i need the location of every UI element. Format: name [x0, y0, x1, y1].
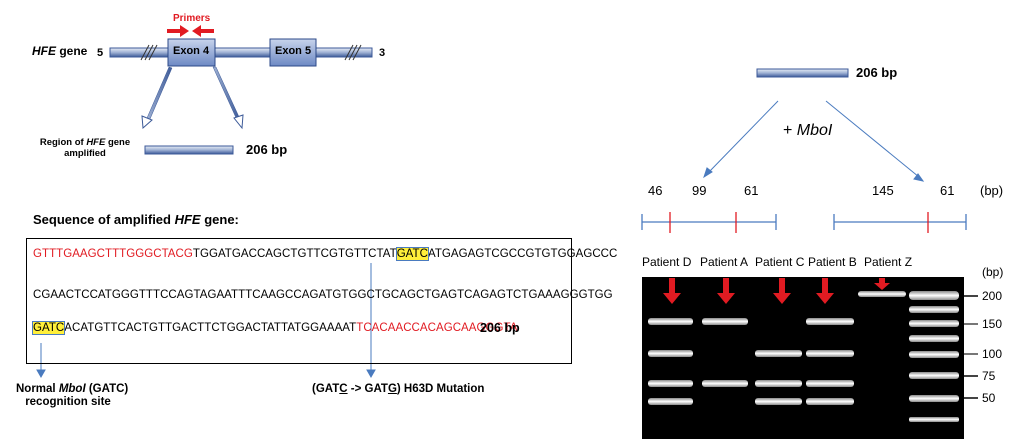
ladder-label-75: 75 — [982, 369, 996, 383]
exon-5-box — [269, 38, 317, 67]
sequence-box: GTTTGAAGCTTTGGGCTACGTGGATGACCAGCTGTTCGTG… — [26, 238, 617, 364]
exon-4-box — [167, 38, 216, 67]
mutation-site-highlight: GATC — [395, 247, 429, 261]
digest-arrow-left — [703, 100, 779, 179]
exon-4-label: Exon 4 — [173, 45, 210, 57]
ladder-label-100: 100 — [982, 347, 1003, 361]
band-c-61 — [755, 380, 802, 387]
fragment-label-61-right: 61 — [940, 183, 955, 198]
band-b-61 — [806, 380, 854, 387]
gel-arrow-patient-b — [816, 278, 834, 304]
product-size-label: 206 bp — [246, 142, 288, 157]
band-a-145 — [702, 318, 748, 325]
ladder-label-200: 200 — [982, 289, 1003, 303]
fragment-label-61-left: 61 — [744, 183, 759, 198]
mutation-note: (GATC -> GATG) H63D Mutation — [312, 383, 485, 395]
gel-arrow-patient-z — [874, 278, 890, 290]
ladder-band-175 — [909, 306, 959, 313]
ladder-band-150 — [909, 320, 959, 327]
gene-label: HFE gene — [32, 44, 88, 58]
pointer-arrow-normal-site — [36, 343, 46, 379]
ladder-band-200 — [909, 291, 959, 300]
normal-site-note: Normal MboI (GATC) recognition site — [16, 383, 129, 408]
digest-product-bar — [756, 68, 849, 78]
sequence-line-2: CGAACTCCATGGGTTTCCAGTAGAATTTCAAGCCAGATGT… — [33, 289, 613, 301]
fragment-unit-label: (bp) — [980, 183, 1004, 198]
lane-label-patient-d: Patient D — [642, 255, 692, 269]
gel-arrow-patient-c — [773, 278, 791, 304]
fragment-scale-left — [641, 214, 777, 230]
sequence-size-label: 206 bp — [480, 321, 520, 335]
ladder-label-50: 50 — [982, 391, 996, 405]
ladder-band-125 — [909, 335, 959, 342]
normal-site-highlight: GATC — [31, 321, 66, 335]
band-c-99 — [755, 350, 802, 357]
expand-arrow-left — [141, 66, 173, 130]
ladder-band-75 — [909, 372, 959, 379]
gel-unit-label: (bp) — [982, 265, 1004, 279]
band-a-61 — [702, 380, 748, 387]
band-d-46 — [648, 398, 693, 405]
band-c-46 — [755, 398, 802, 405]
lane-label-patient-c: Patient C — [755, 255, 805, 269]
ladder-label-150: 150 — [982, 317, 1003, 331]
gene-backbone — [109, 47, 373, 58]
band-b-46 — [806, 398, 854, 405]
fragment-label-99: 99 — [692, 183, 707, 198]
gel-image — [642, 277, 964, 439]
sequence-title: Sequence of amplified HFE gene: — [33, 212, 239, 227]
gel-svg — [648, 278, 959, 422]
pointer-arrow-mutation-site — [366, 263, 376, 379]
digest-arrow-right — [825, 100, 925, 182]
five-prime-label: 5 — [97, 47, 104, 59]
band-z-206 — [858, 291, 906, 297]
band-d-99 — [648, 350, 693, 357]
expand-arrow-right — [212, 66, 244, 130]
enzyme-label: + MboI — [783, 122, 833, 139]
region-amplified-label: Region of HFE gene amplified — [39, 137, 131, 159]
ladder-band-100 — [909, 351, 959, 358]
break-mark-right — [344, 44, 362, 61]
amplified-region-bar — [144, 145, 234, 155]
digest-product-size: 206 bp — [856, 65, 898, 80]
gel-arrow-patient-d — [663, 278, 681, 304]
band-b-99 — [806, 350, 854, 357]
three-prime-label: 3 — [379, 47, 386, 59]
break-mark-left — [140, 44, 158, 61]
sequence-line-1: GTTTGAAGCTTTGGGCTACGTGGATGACCAGCTGTTCGTG… — [33, 247, 618, 261]
lane-label-patient-b: Patient B — [808, 255, 857, 269]
primer-forward-arrow — [167, 25, 189, 37]
exon-5-label: Exon 5 — [275, 45, 312, 57]
primer-reverse-arrow — [192, 25, 214, 37]
band-d-61 — [648, 380, 693, 387]
band-b-145 — [806, 318, 854, 325]
lane-label-patient-a: Patient A — [700, 255, 749, 269]
band-d-145 — [648, 318, 693, 325]
fragment-scale-right — [833, 214, 967, 230]
lane-label-patient-z: Patient Z — [864, 255, 913, 269]
sequence-line-3: GATCACATGTTCACTGTTGACTTCTGGACTATTATGGAAA… — [31, 321, 518, 335]
ladder-band-50 — [909, 395, 959, 402]
ladder-band-25 — [909, 417, 959, 422]
gel-arrow-patient-a — [717, 278, 735, 304]
primers-label: Primers — [173, 13, 211, 24]
fragment-label-46: 46 — [648, 183, 663, 198]
fragment-label-145: 145 — [872, 183, 894, 198]
